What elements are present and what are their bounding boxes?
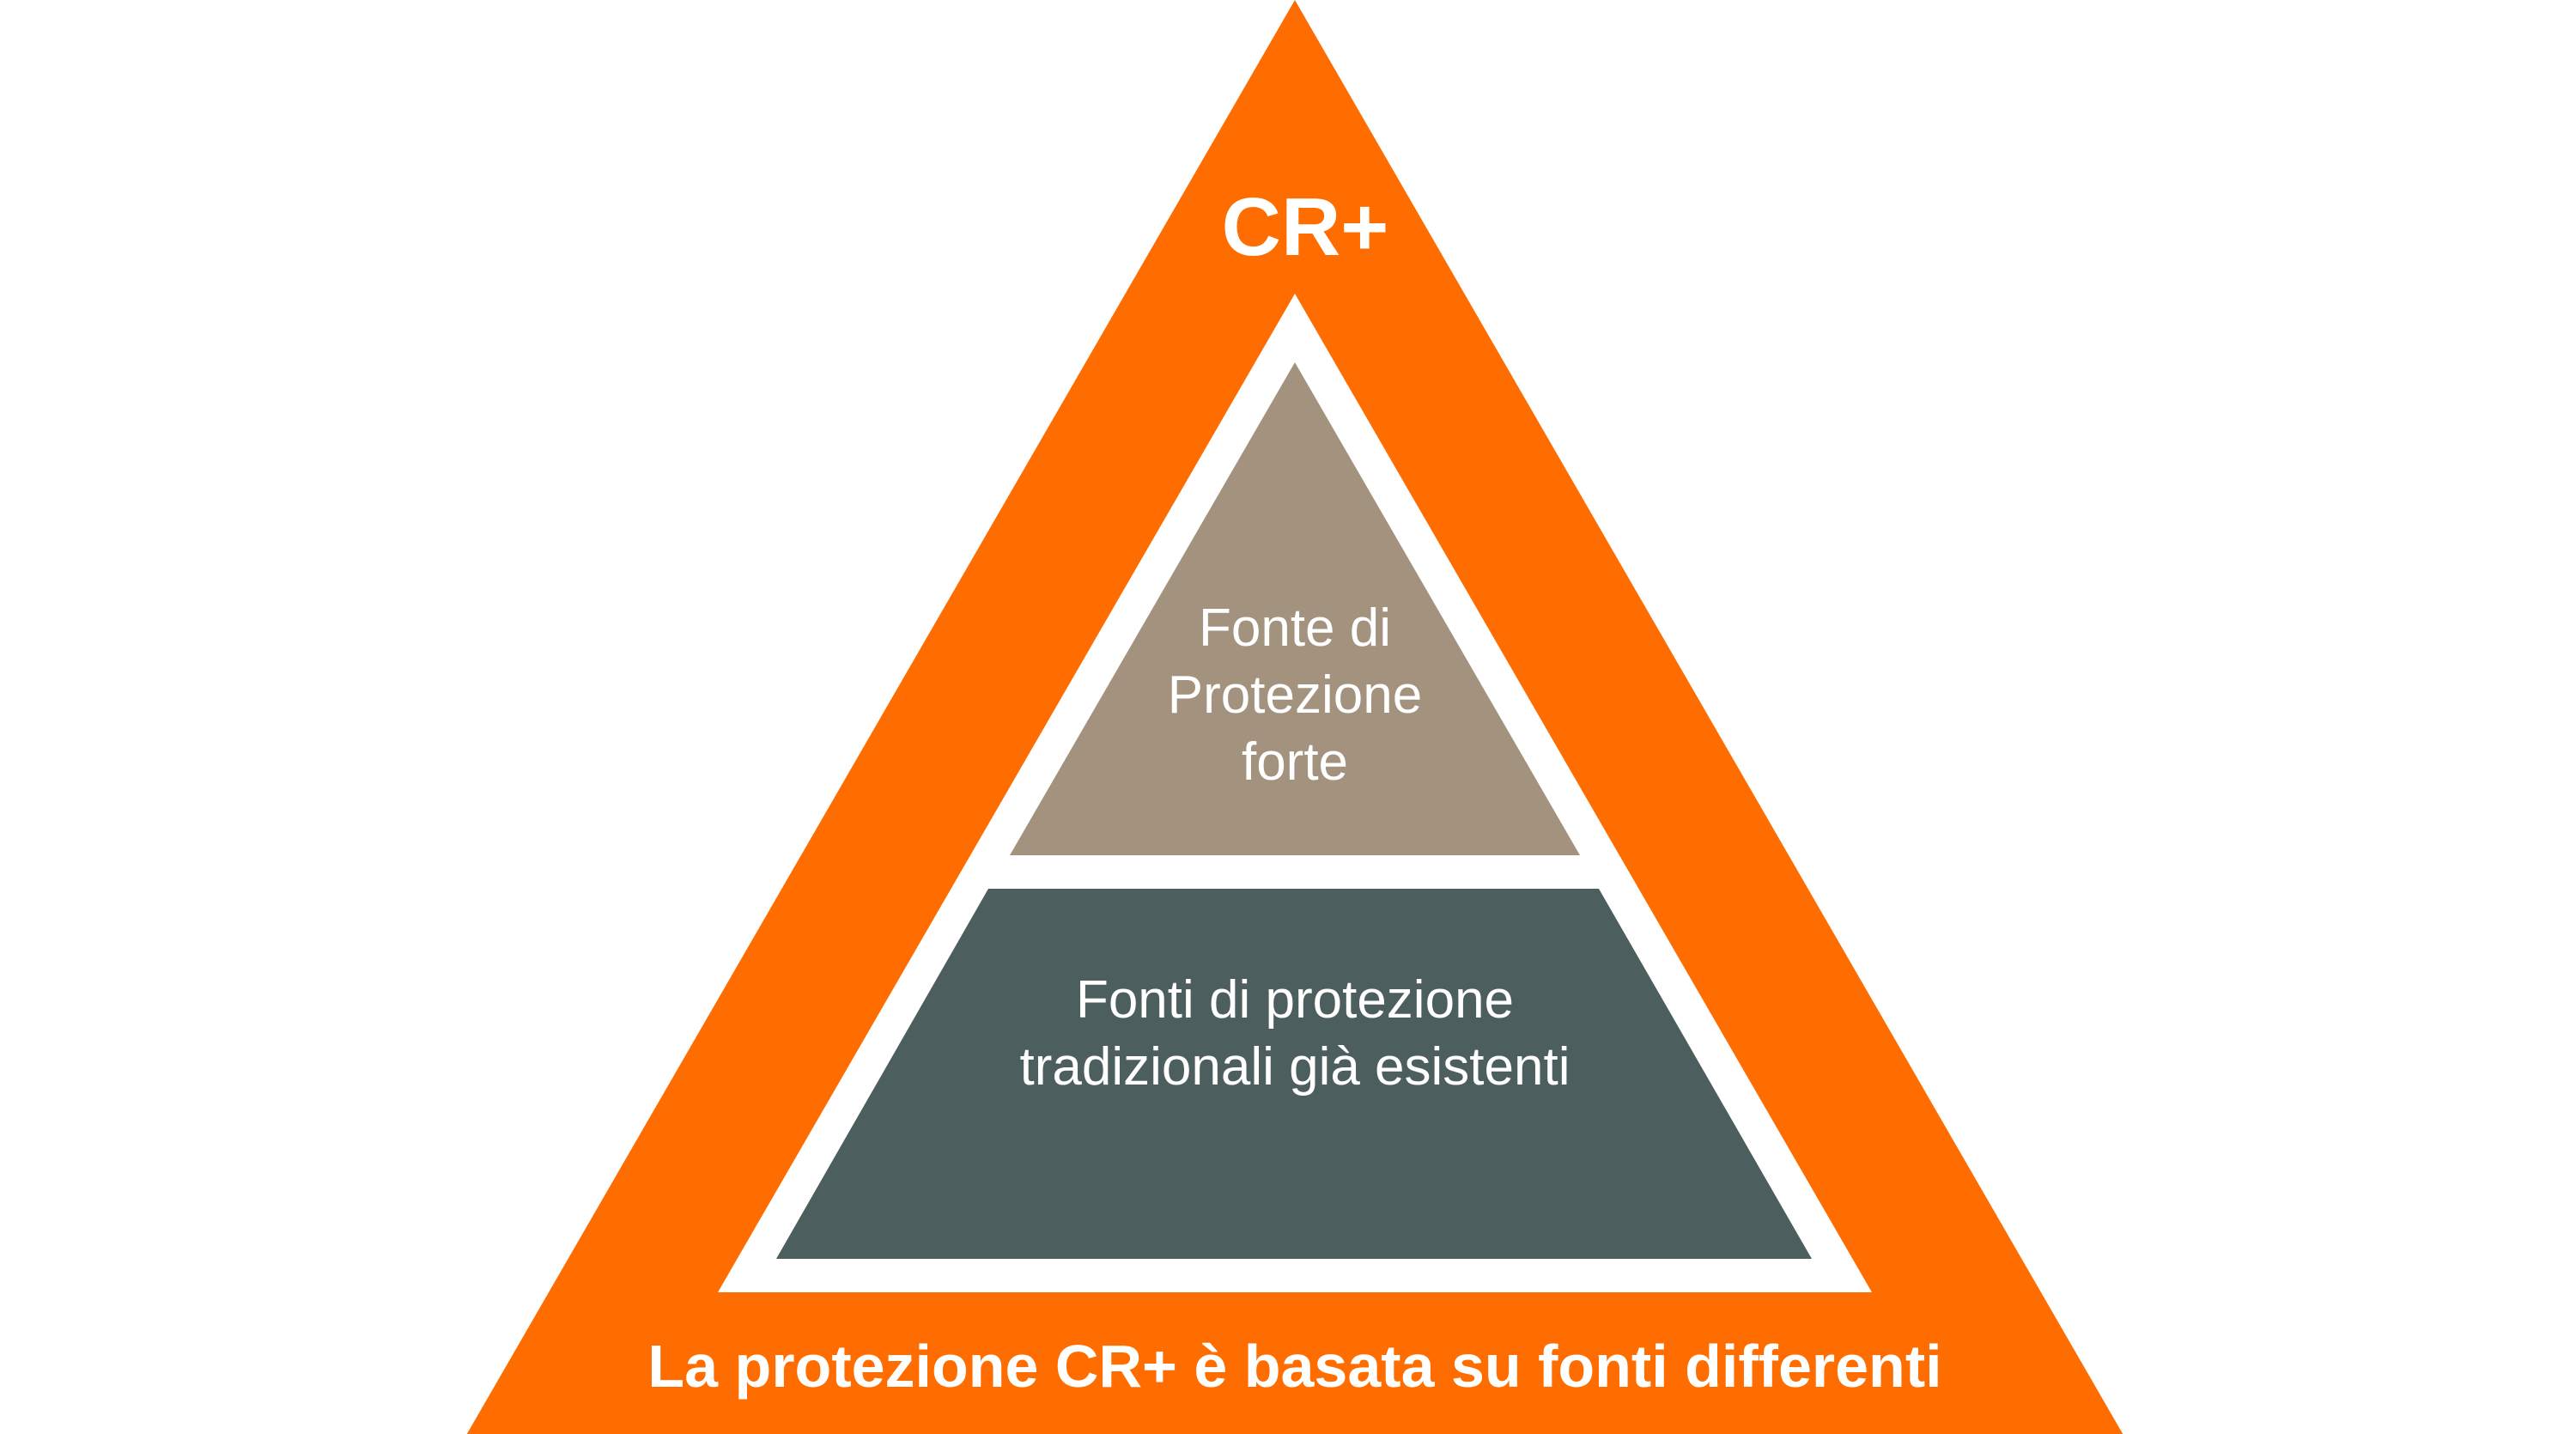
top-level-label-line-2: Protezione (1168, 665, 1422, 725)
diagram-title: CR+ (1222, 181, 1389, 273)
bottom-level-trapezoid (776, 889, 1812, 1259)
top-level-triangle (1010, 362, 1580, 855)
bottom-level-label-line-1: Fonti di protezione (1076, 970, 1514, 1030)
top-level-label-line-1: Fonte di (1199, 599, 1391, 658)
bottom-level-label-line-2: tradizionali già esistenti (1019, 1037, 1570, 1097)
top-level-label-line-3: forte (1242, 732, 1348, 792)
diagram-footer-caption: La protezione CR+ è basata su fonti diff… (647, 1333, 1941, 1400)
